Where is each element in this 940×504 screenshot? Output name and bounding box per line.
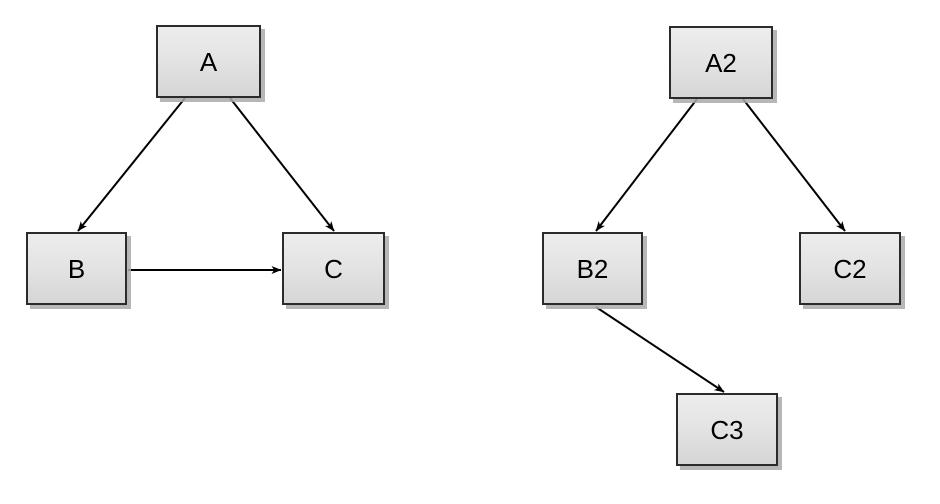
node-a2[interactable]: A2 [669,26,773,99]
node-label: A [199,46,218,77]
node-label: C [324,253,343,284]
node-b2[interactable]: B2 [542,232,643,305]
node-label: C2 [833,253,867,284]
node-c[interactable]: C [282,232,385,305]
node-label: B [67,253,86,284]
edge-a-c [229,97,335,232]
node-b[interactable]: B [26,232,127,305]
edge-a2-c2 [742,98,846,232]
node-c3[interactable]: C3 [676,393,778,466]
node-c2[interactable]: C2 [799,232,901,305]
edge-a2-b2 [595,98,698,232]
node-label: B2 [576,253,609,284]
edge-b2-c3 [595,306,725,393]
node-a[interactable]: A [156,25,261,98]
node-label: C3 [710,414,744,445]
node-label: A2 [705,47,737,78]
edge-a-b [77,97,186,232]
